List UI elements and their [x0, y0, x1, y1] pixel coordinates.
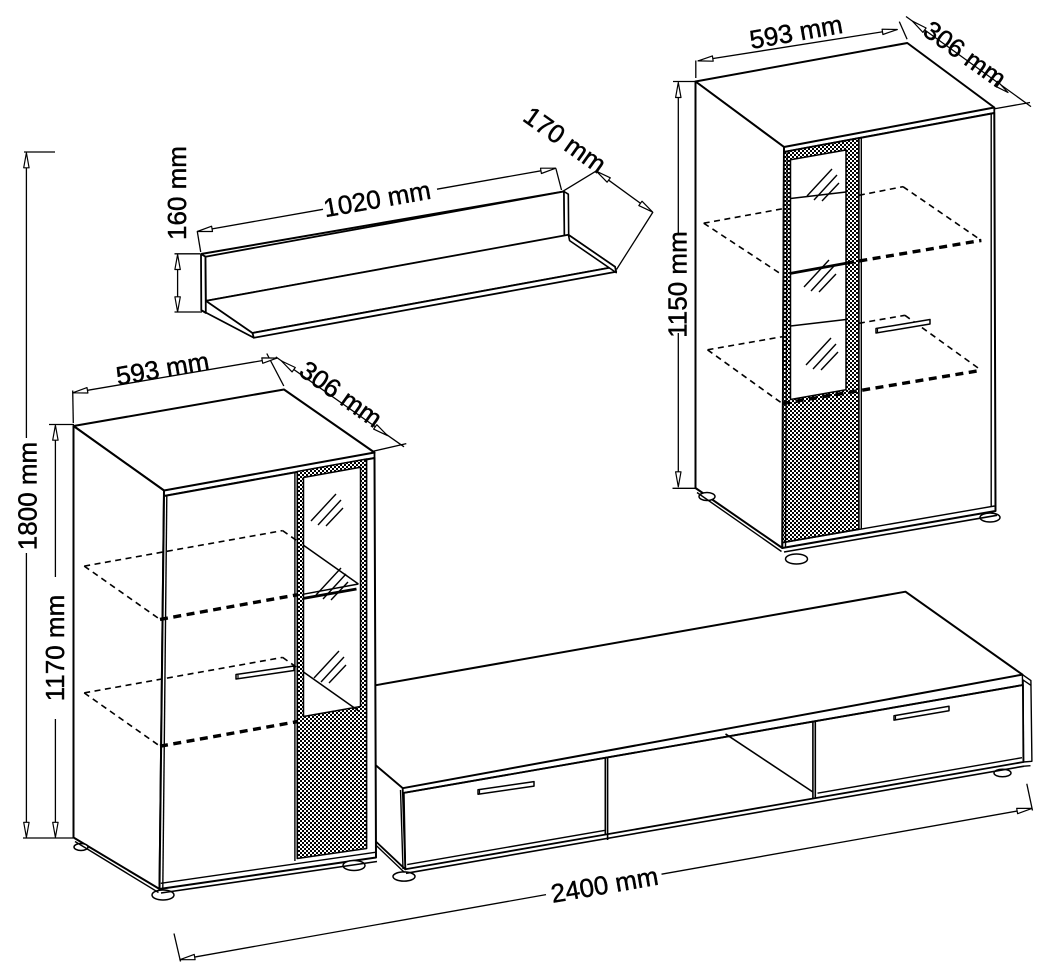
svg-text:160 mm: 160 mm: [162, 146, 192, 240]
svg-text:1800 mm: 1800 mm: [13, 442, 43, 550]
svg-text:1170 mm: 1170 mm: [40, 595, 70, 701]
svg-text:1150 mm: 1150 mm: [663, 231, 693, 337]
